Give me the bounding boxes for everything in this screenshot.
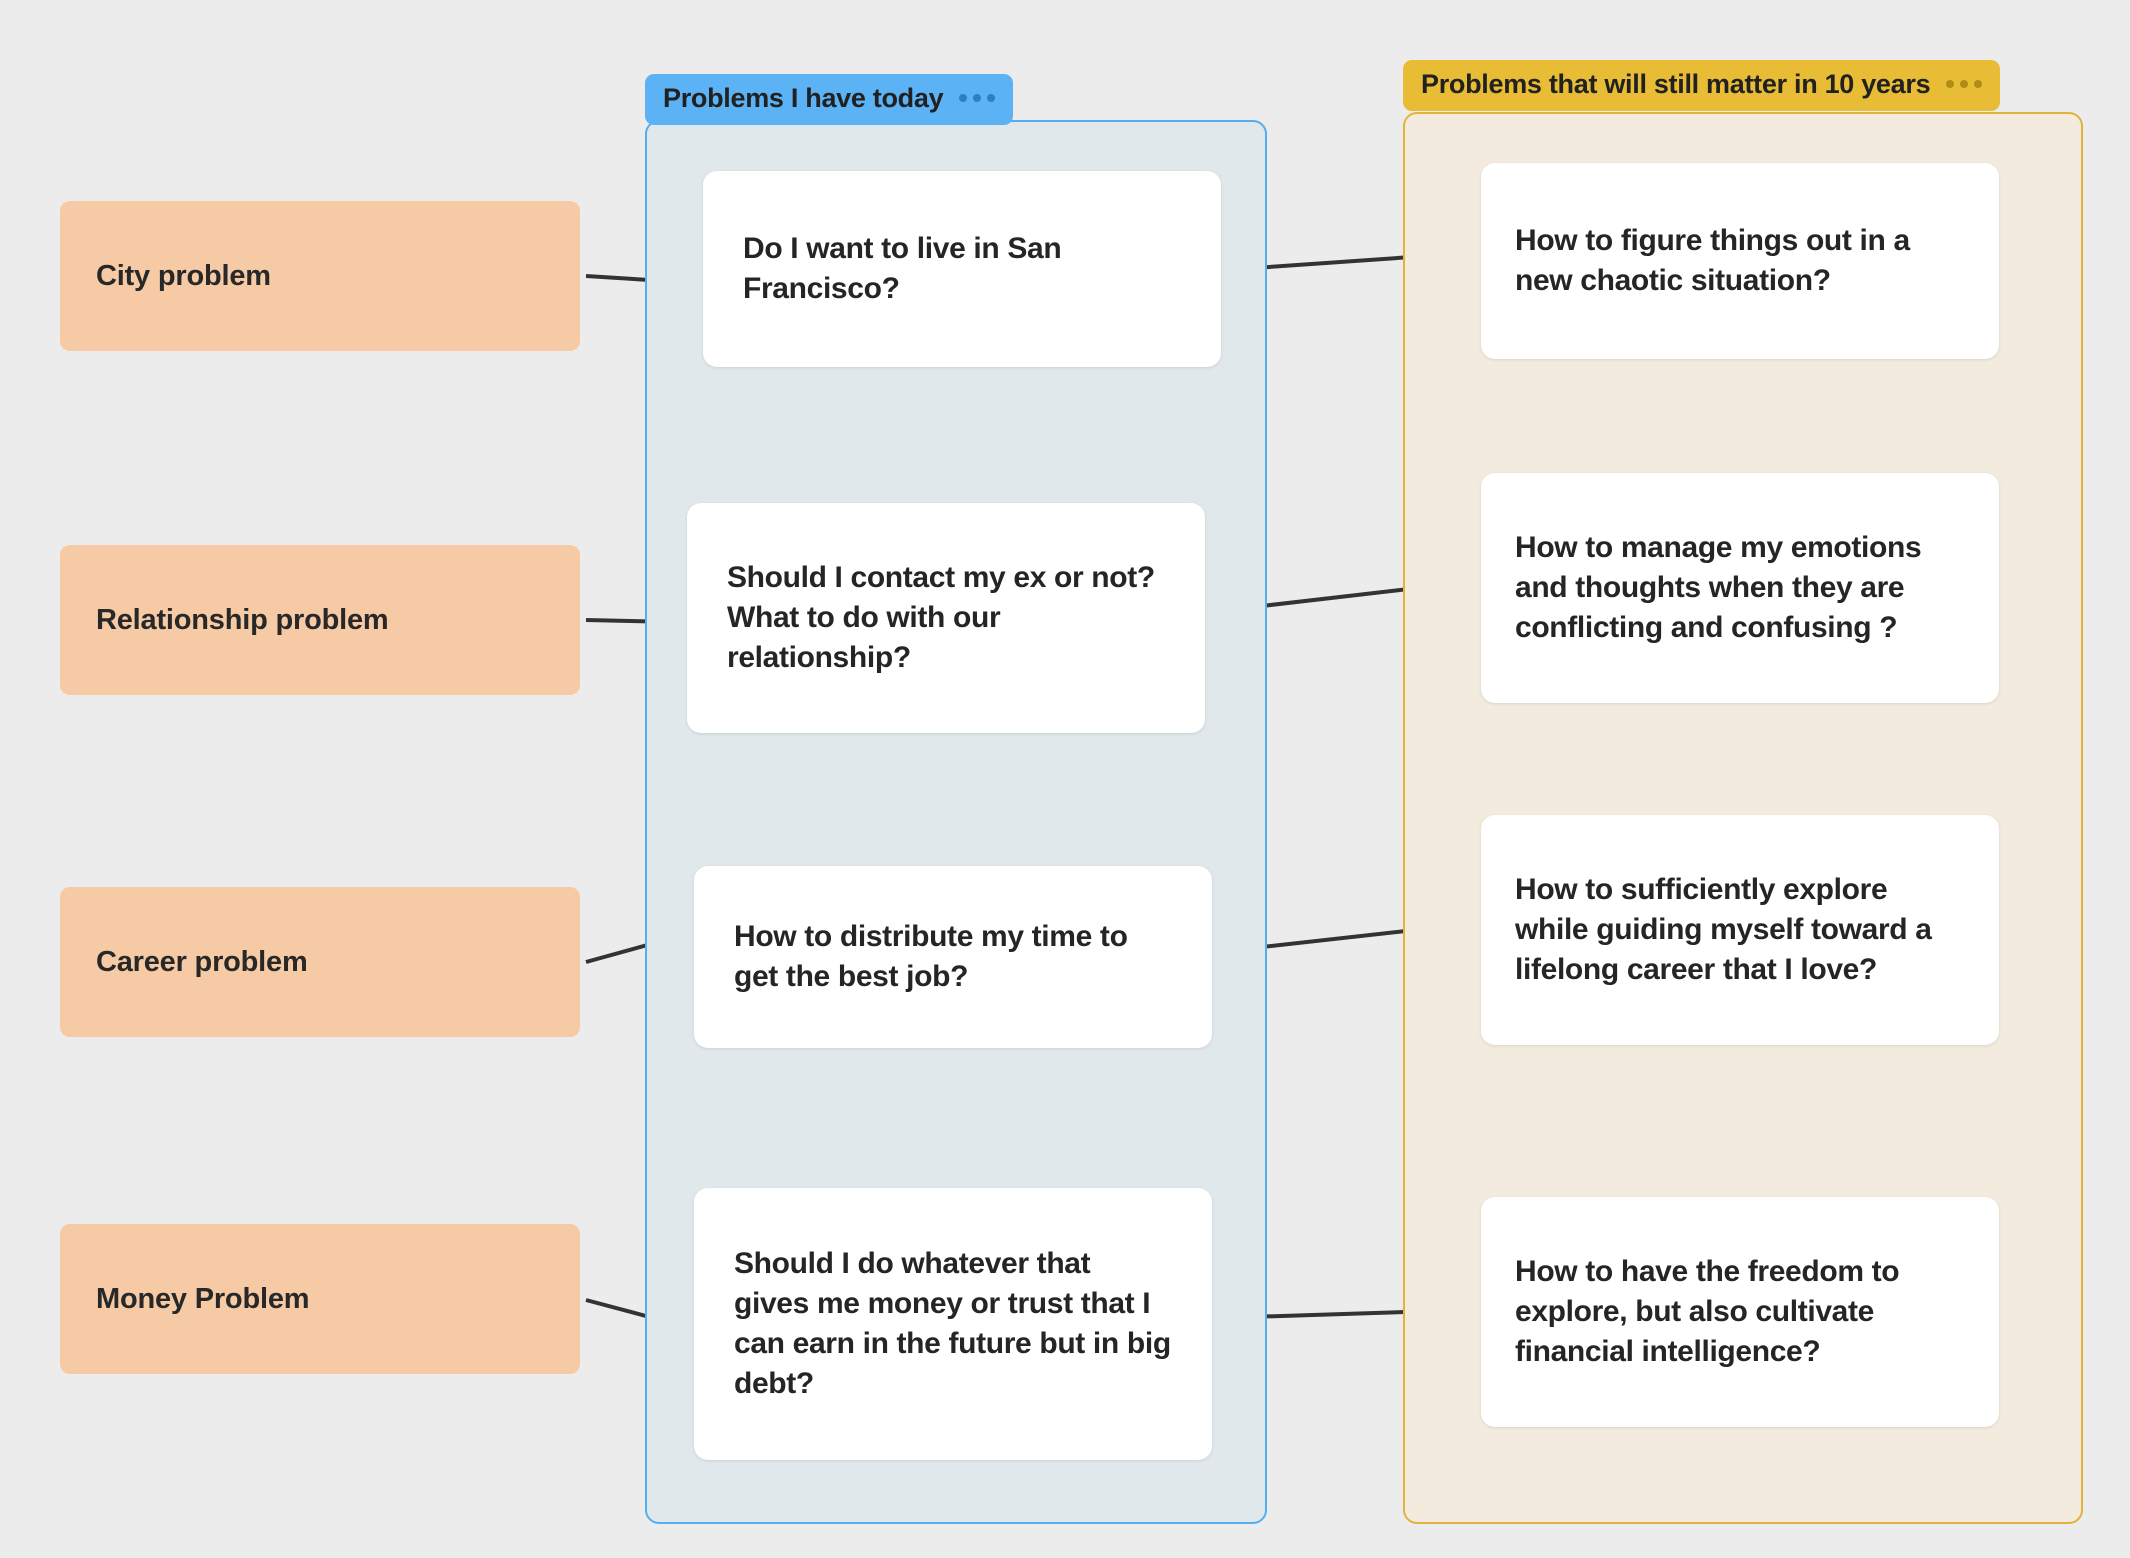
today-card-city[interactable]: Do I want to live in San Francisco? (703, 171, 1221, 367)
future-card-chaos[interactable]: How to figure things out in a new chaoti… (1481, 163, 1999, 359)
future-card-career[interactable]: How to sufficiently explore while guidin… (1481, 815, 1999, 1045)
frame-title-problems-today[interactable]: Problems I have today (645, 74, 1014, 125)
frame-title-problems-10-years[interactable]: Problems that will still matter in 10 ye… (1403, 60, 2001, 111)
future-card-text: How to figure things out in a new chaoti… (1515, 224, 1910, 297)
frame-title-label: Problems that will still matter in 10 ye… (1421, 69, 1931, 99)
category-label: City problem (96, 259, 271, 292)
future-card-freedom[interactable]: How to have the freedom to explore, but … (1481, 1197, 1999, 1427)
today-card-text: Do I want to live in San Francisco? (743, 232, 1062, 305)
category-card-career[interactable]: Career problem (60, 887, 580, 1037)
category-card-money[interactable]: Money Problem (60, 1224, 580, 1374)
today-card-career[interactable]: How to distribute my time to get the bes… (694, 866, 1212, 1048)
today-card-relationship[interactable]: Should I contact my ex or not? What to d… (687, 503, 1205, 733)
today-card-text: Should I do whatever that gives me money… (734, 1247, 1171, 1400)
frame-title-label: Problems I have today (663, 83, 944, 113)
ellipsis-icon[interactable] (1946, 79, 1983, 90)
today-card-text: Should I contact my ex or not? What to d… (727, 561, 1155, 674)
category-card-relationship[interactable]: Relationship problem (60, 545, 580, 695)
category-label: Career problem (96, 945, 308, 978)
today-card-money[interactable]: Should I do whatever that gives me money… (694, 1188, 1212, 1460)
ellipsis-icon[interactable] (959, 93, 996, 104)
category-label: Relationship problem (96, 603, 389, 636)
future-card-text: How to sufficiently explore while guidin… (1515, 873, 1932, 986)
future-card-text: How to have the freedom to explore, but … (1515, 1255, 1900, 1368)
category-card-city[interactable]: City problem (60, 201, 580, 351)
future-card-emotions[interactable]: How to manage my emotions and thoughts w… (1481, 473, 1999, 703)
category-label: Money Problem (96, 1282, 310, 1315)
future-card-text: How to manage my emotions and thoughts w… (1515, 531, 1922, 644)
today-card-text: How to distribute my time to get the bes… (734, 920, 1128, 993)
